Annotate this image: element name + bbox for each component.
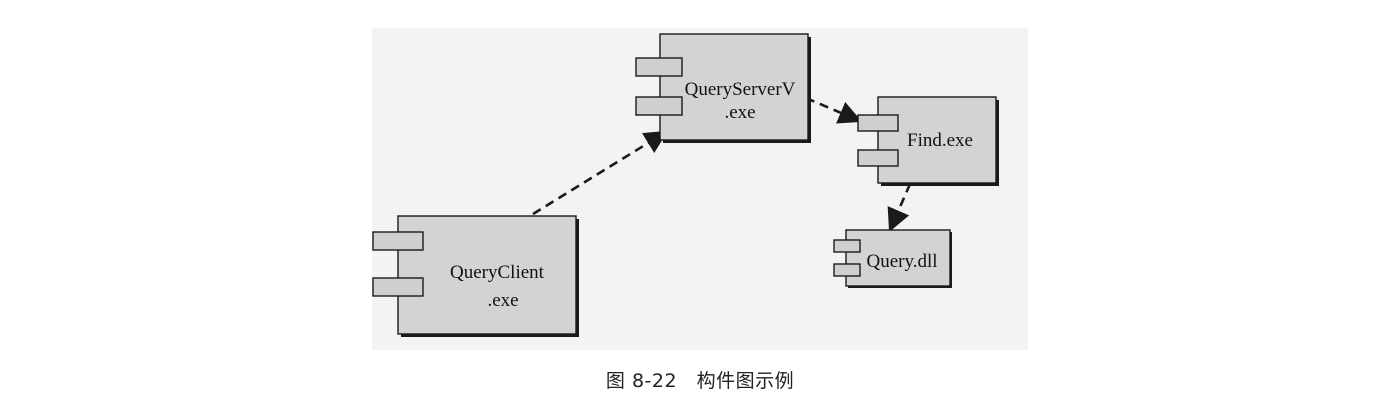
component-label: QueryClient — [450, 262, 545, 283]
component-find: Find.exe — [857, 96, 999, 186]
dependency-client-to-server — [532, 130, 668, 216]
component-body — [659, 33, 809, 141]
component-tab — [635, 57, 683, 77]
component-tab — [857, 114, 899, 132]
component-tab — [372, 277, 424, 297]
component-label: QueryServerV — [685, 79, 796, 100]
component-query-server: QueryServerV .exe — [635, 33, 811, 143]
component-label: .exe — [487, 290, 518, 311]
component-query-client: QueryClient .exe — [372, 215, 579, 337]
component-tab — [372, 231, 424, 251]
component-tab — [635, 96, 683, 116]
component-label: Find.exe — [907, 130, 973, 151]
component-body — [877, 96, 997, 184]
component-tab — [833, 239, 861, 253]
component-query-dll: Query.dll — [833, 229, 952, 288]
component-label: Query.dll — [866, 251, 937, 272]
component-body — [397, 215, 577, 335]
figure-caption: 图 8-22 构件图示例 — [605, 370, 795, 392]
component-tab — [833, 263, 861, 277]
dependency-server-to-find — [805, 96, 863, 124]
component-label: .exe — [724, 102, 755, 123]
dependency-find-to-dll — [887, 183, 912, 233]
component-tab — [857, 149, 899, 167]
component-body — [845, 229, 951, 287]
